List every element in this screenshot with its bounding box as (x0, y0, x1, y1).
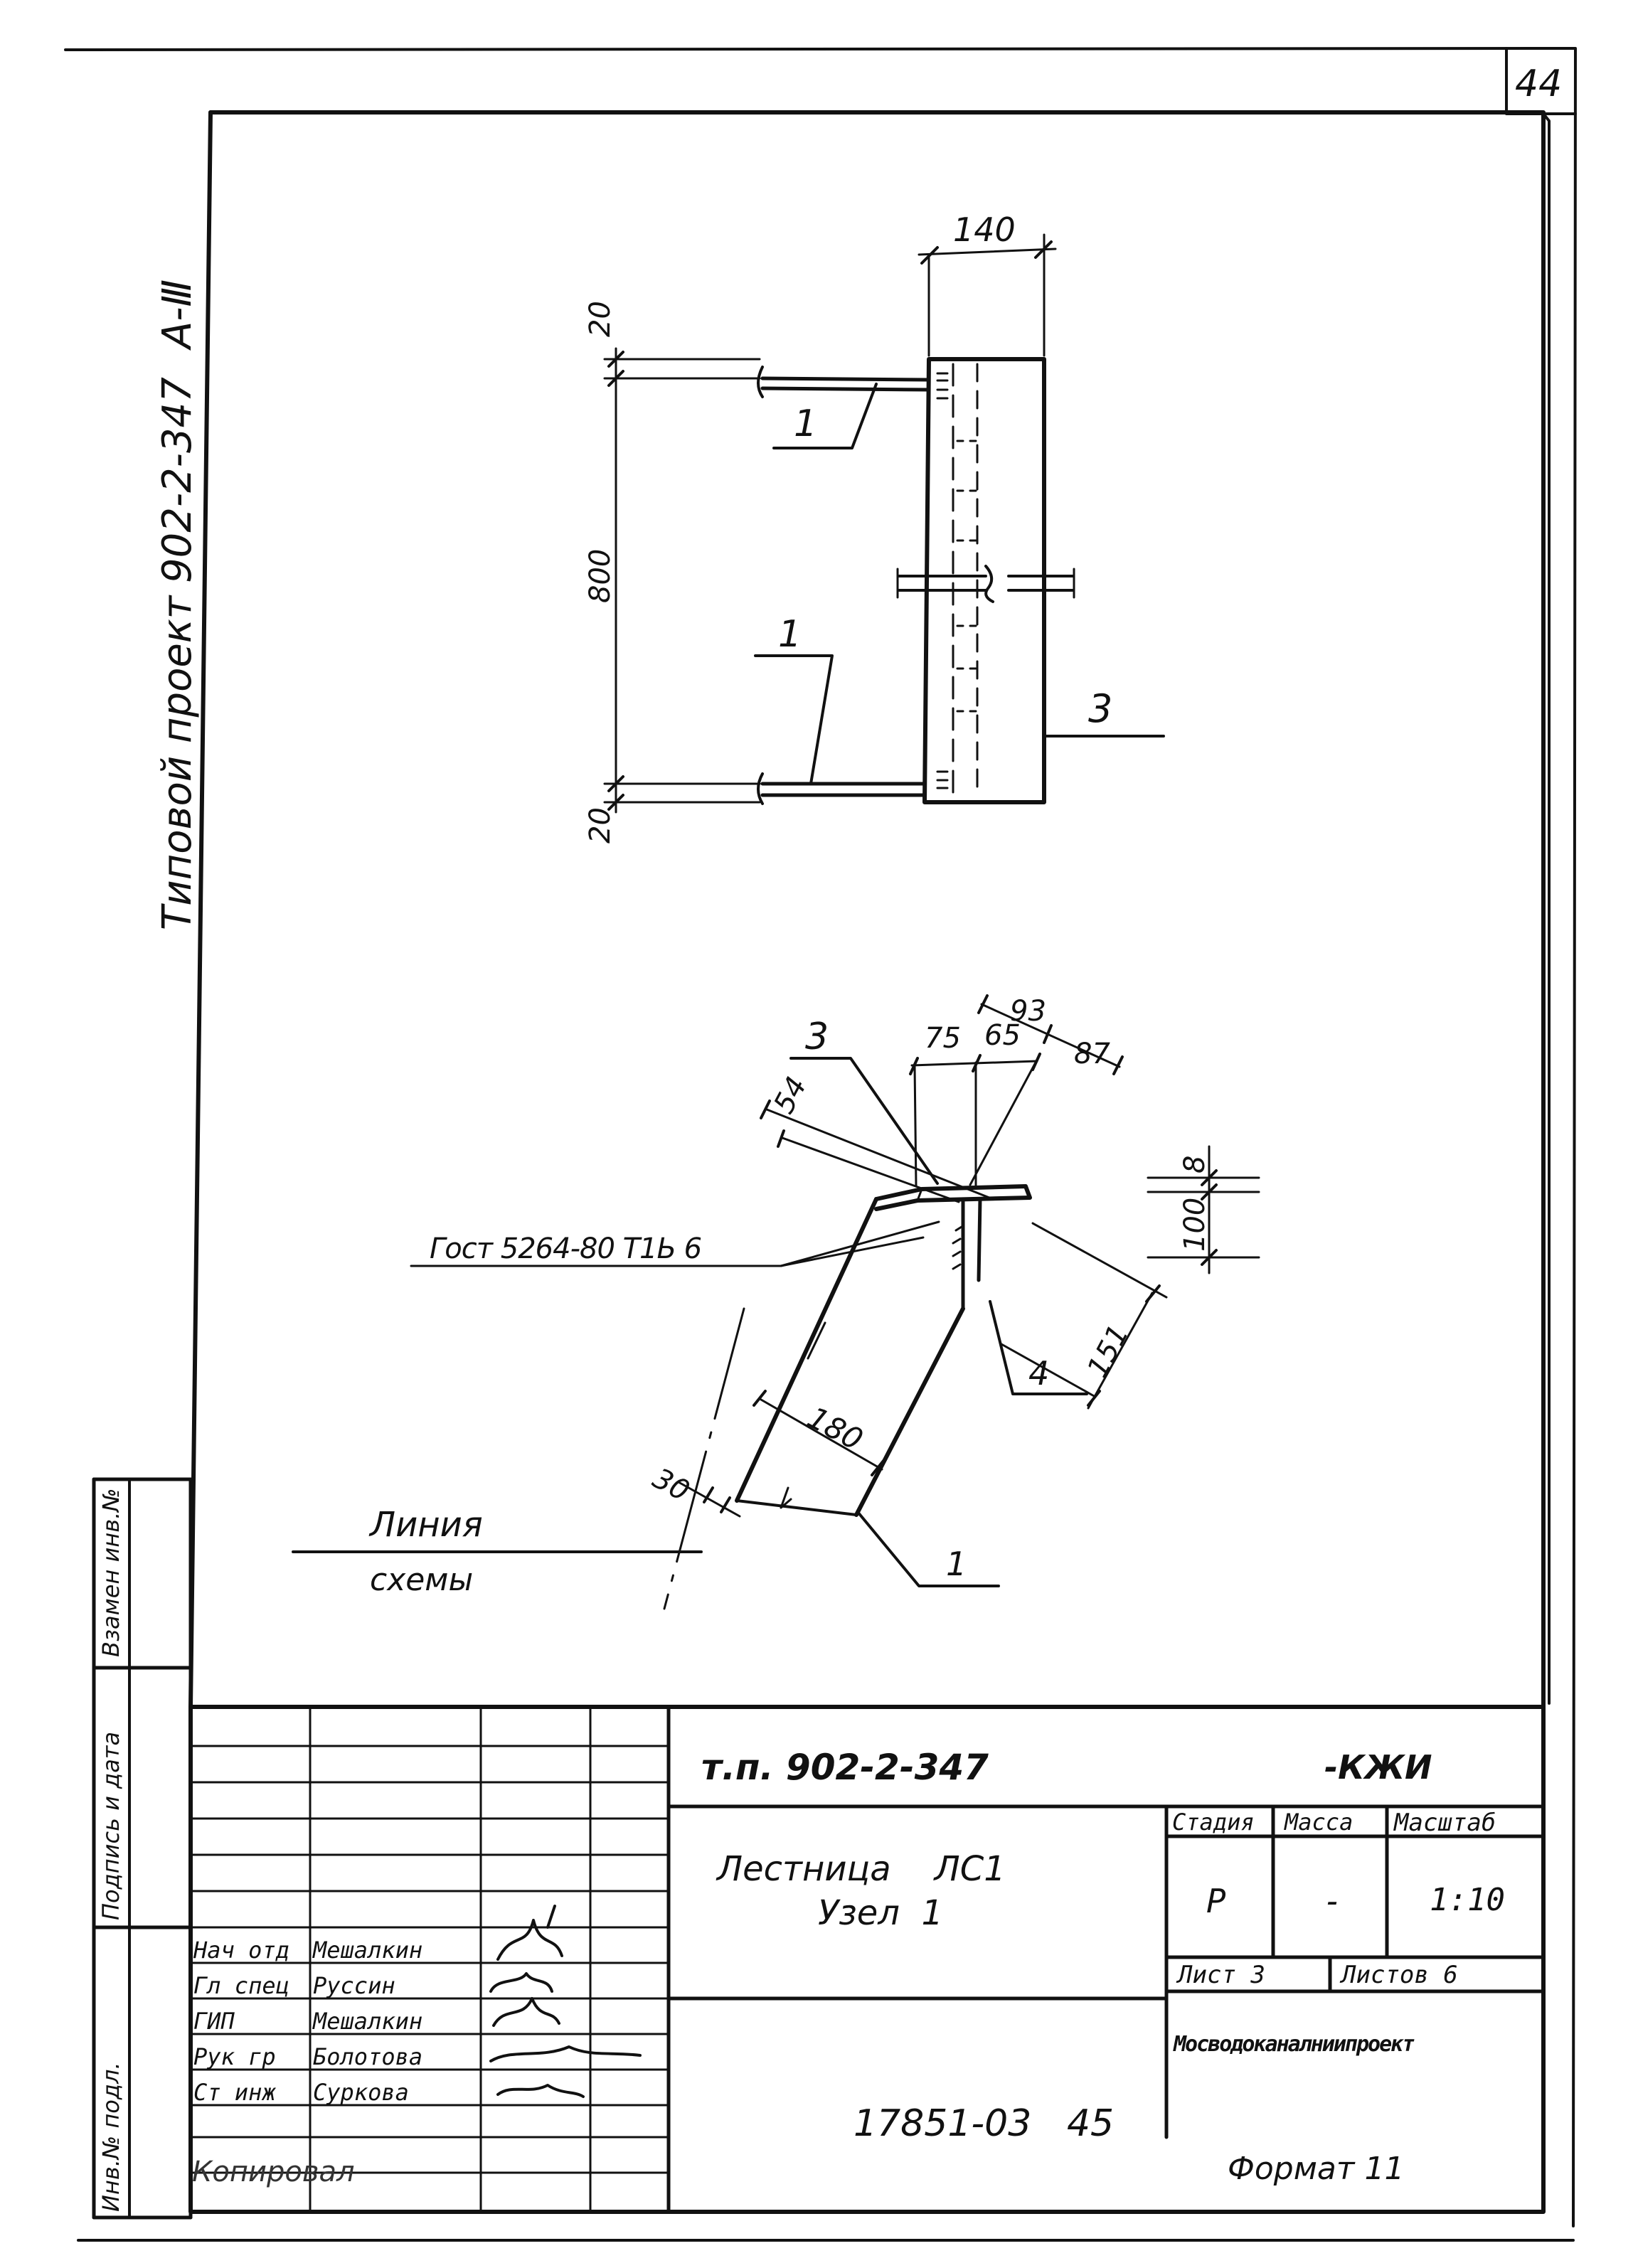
drawing-name-line1: Лестница ЛС1 (717, 1849, 1006, 1889)
callout-node-4: 4 (1028, 1354, 1050, 1393)
format-label: Формат 11 (1228, 2151, 1405, 2187)
personnel-role-3: ГИП (193, 2008, 235, 2035)
copied-label: Копировал (192, 2156, 355, 2188)
personnel-role-2: Гл спец (193, 1972, 289, 1999)
dim-node-93: 93 (1010, 995, 1046, 1028)
dim-node-100: 100 (1179, 1197, 1211, 1252)
personnel-name-2: Руссин (313, 1972, 395, 1999)
sheet-number: 44 (1515, 63, 1563, 105)
project-title-vertical: Типовой проект 902-2-347 (154, 377, 201, 930)
callout-node-3: 3 (805, 1016, 829, 1058)
weld-note: Гост 5264-80 Т1Ь 6 (430, 1233, 702, 1265)
callout-top-1a: 1 (794, 403, 818, 445)
header-mass: Масса (1285, 1809, 1354, 1836)
outer-frame (64, 47, 1577, 2242)
title-block-grid (188, 1705, 1546, 2214)
dim-node-75: 75 (925, 1022, 961, 1055)
personnel-name-1: Мешалкин (313, 1937, 423, 1964)
header-scale: Масштаб (1394, 1809, 1496, 1837)
value-scale: 1:10 (1430, 1882, 1505, 1918)
organization-name: Мосводоканалниипроект (1174, 2032, 1415, 2057)
callout-node-1: 1 (946, 1545, 967, 1583)
dim-top-width: 140 (953, 211, 1016, 249)
document-suffix: -КЖИ (1324, 1748, 1432, 1787)
value-mass: - (1323, 1882, 1343, 1920)
node-view (292, 994, 1260, 1610)
dim-top-height: 800 (584, 548, 617, 603)
callout-top-3: 3 (1088, 686, 1113, 731)
personnel-role-1: Нач отд (193, 1937, 289, 1964)
sheets-label: Листов 6 (1341, 1961, 1458, 1989)
signatures (489, 1905, 642, 2098)
side-stamp-original-inv: Инв.№ подл. (97, 2062, 124, 2212)
personnel-name-5: Суркова (313, 2079, 409, 2106)
callout-top-1b: 1 (778, 613, 802, 656)
inventory-number: 17851-03 45 (853, 2102, 1115, 2145)
dim-top-offset-upper: 20 (584, 301, 617, 337)
album-label-vertical: А-Ⅲ (154, 279, 201, 348)
value-stage: Р (1206, 1882, 1226, 1920)
side-stamp-replace-inv: Взамен инв.№ (97, 1488, 124, 1657)
top-view (603, 233, 1165, 814)
dim-node-65: 65 (984, 1019, 1021, 1052)
personnel-name-4: Болотова (313, 2043, 423, 2070)
personnel-name-3: Мешалкин (313, 2008, 423, 2035)
drawing-name-line2: Узел 1 (818, 1893, 944, 1933)
scheme-line-label-1: Линия (370, 1505, 483, 1545)
personnel-role-4: Рук гр (193, 2043, 276, 2070)
dim-top-offset-lower: 20 (584, 807, 617, 843)
side-stamp-signature-date: Подпись и дата (97, 1731, 124, 1920)
personnel-role-5: Ст инж (193, 2079, 276, 2106)
dim-node-8: 8 (1179, 1155, 1211, 1173)
sheet-number-box (1505, 47, 1577, 115)
document-code: т.п. 902-2-347 (701, 1747, 989, 1788)
scheme-line-label-2: схемы (370, 1562, 474, 1598)
dim-node-87: 87 (1074, 1038, 1110, 1070)
sheet-label: Лист 3 (1178, 1961, 1265, 1989)
header-stage: Стадия (1172, 1809, 1255, 1836)
